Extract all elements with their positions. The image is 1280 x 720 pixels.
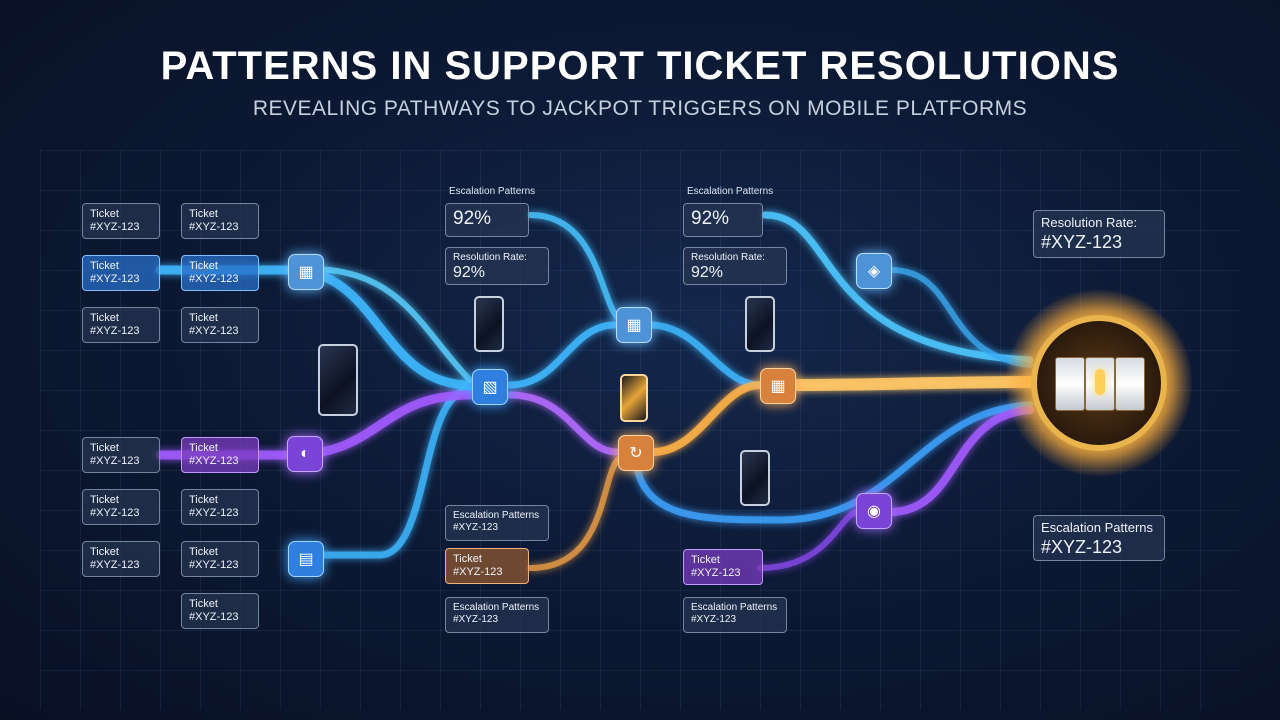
resolution-rate-callout: Resolution Rate: #XYZ-123 [1033, 210, 1165, 258]
flow-path-orange [649, 381, 764, 456]
mobile-phone-icon [318, 344, 358, 416]
ticket-card: Ticket#XYZ-123 [181, 593, 259, 629]
document-icon: ▦ [760, 368, 796, 404]
flow-path-orange [527, 455, 623, 571]
flow-path-purple [757, 509, 861, 571]
slot-reel [1115, 357, 1145, 411]
ticket-card: Ticket#XYZ-123 [181, 437, 259, 473]
flow-path-blue [527, 212, 623, 323]
escalation-patterns-card: Escalation Patterns #XYZ-123 [683, 597, 787, 633]
escalation-patterns-card: Escalation Patterns #XYZ-123 [445, 597, 549, 633]
slot-reel [1055, 357, 1085, 411]
mobile-phone-icon [474, 296, 504, 352]
mobile-phone-icon [740, 450, 770, 506]
document-icon: ▦ [616, 307, 652, 343]
flow-path-blue [761, 211, 1034, 364]
ticket-card: Ticket#XYZ-123 [82, 307, 160, 343]
ticket-card: Ticket#XYZ-123 [82, 489, 160, 525]
shield-icon: ◉ [856, 493, 892, 529]
flow-path-blue [287, 266, 473, 383]
flow-path-orange [790, 376, 1036, 391]
ticket-card: Ticket#XYZ-123 [181, 307, 259, 343]
page-title: PATTERNS IN SUPPORT TICKET RESOLUTIONS [160, 44, 1120, 88]
flow-path-purple [886, 406, 1034, 516]
escalation-patterns-label: Escalation Patterns [687, 186, 774, 197]
ticket-card: Ticket#XYZ-123 [181, 541, 259, 577]
flow-path-blue [887, 267, 1033, 368]
resolution-rate-card: Resolution Rate: 92% [445, 247, 549, 285]
shield-icon: ◈ [856, 253, 892, 289]
flow-path-blue [646, 321, 764, 389]
database-icon: ▤ [288, 541, 324, 577]
ticket-card: Ticket#XYZ-123 [181, 489, 259, 525]
ticket-card: Ticket#XYZ-123 [181, 255, 259, 291]
refresh-icon: ↻ [618, 435, 654, 471]
percent-card: 92% [683, 203, 763, 237]
chat-bubble-icon: ▧ [472, 369, 508, 405]
flow-path-blue [506, 321, 619, 389]
ticket-card: Ticket#XYZ-123 [82, 437, 160, 473]
percent-card: 92% [445, 203, 529, 237]
ticket-card: Ticket#XYZ-123 [82, 203, 160, 239]
ticket-card: Ticket#XYZ-123 [445, 548, 529, 584]
resolution-rate-card: Resolution Rate: 92% [683, 247, 787, 285]
ticket-card: Ticket#XYZ-123 [181, 203, 259, 239]
mobile-phone-icon [745, 296, 775, 352]
slot-machine-icon [1031, 315, 1167, 451]
escalation-patterns-card: Escalation Patterns #XYZ-123 [445, 505, 549, 541]
escalation-patterns-callout: Escalation Patterns #XYZ-123 [1033, 515, 1165, 561]
document-icon: ▦ [288, 254, 324, 290]
flow-path-purple [506, 391, 621, 456]
escalation-patterns-label: Escalation Patterns [449, 186, 536, 197]
slot-lever [1095, 369, 1105, 395]
ticket-card: Ticket#XYZ-123 [82, 255, 160, 291]
flow-path-blue [631, 401, 1034, 524]
ticket-card: Ticket#XYZ-123 [683, 549, 763, 585]
ticket-card: Ticket#XYZ-123 [82, 541, 160, 577]
mobile-phone-icon [620, 374, 648, 422]
chat-bubble-icon: ◐ [287, 436, 323, 472]
page-subtitle: REVEALING PATHWAYS TO JACKPOT TRIGGERS O… [252, 97, 1028, 120]
